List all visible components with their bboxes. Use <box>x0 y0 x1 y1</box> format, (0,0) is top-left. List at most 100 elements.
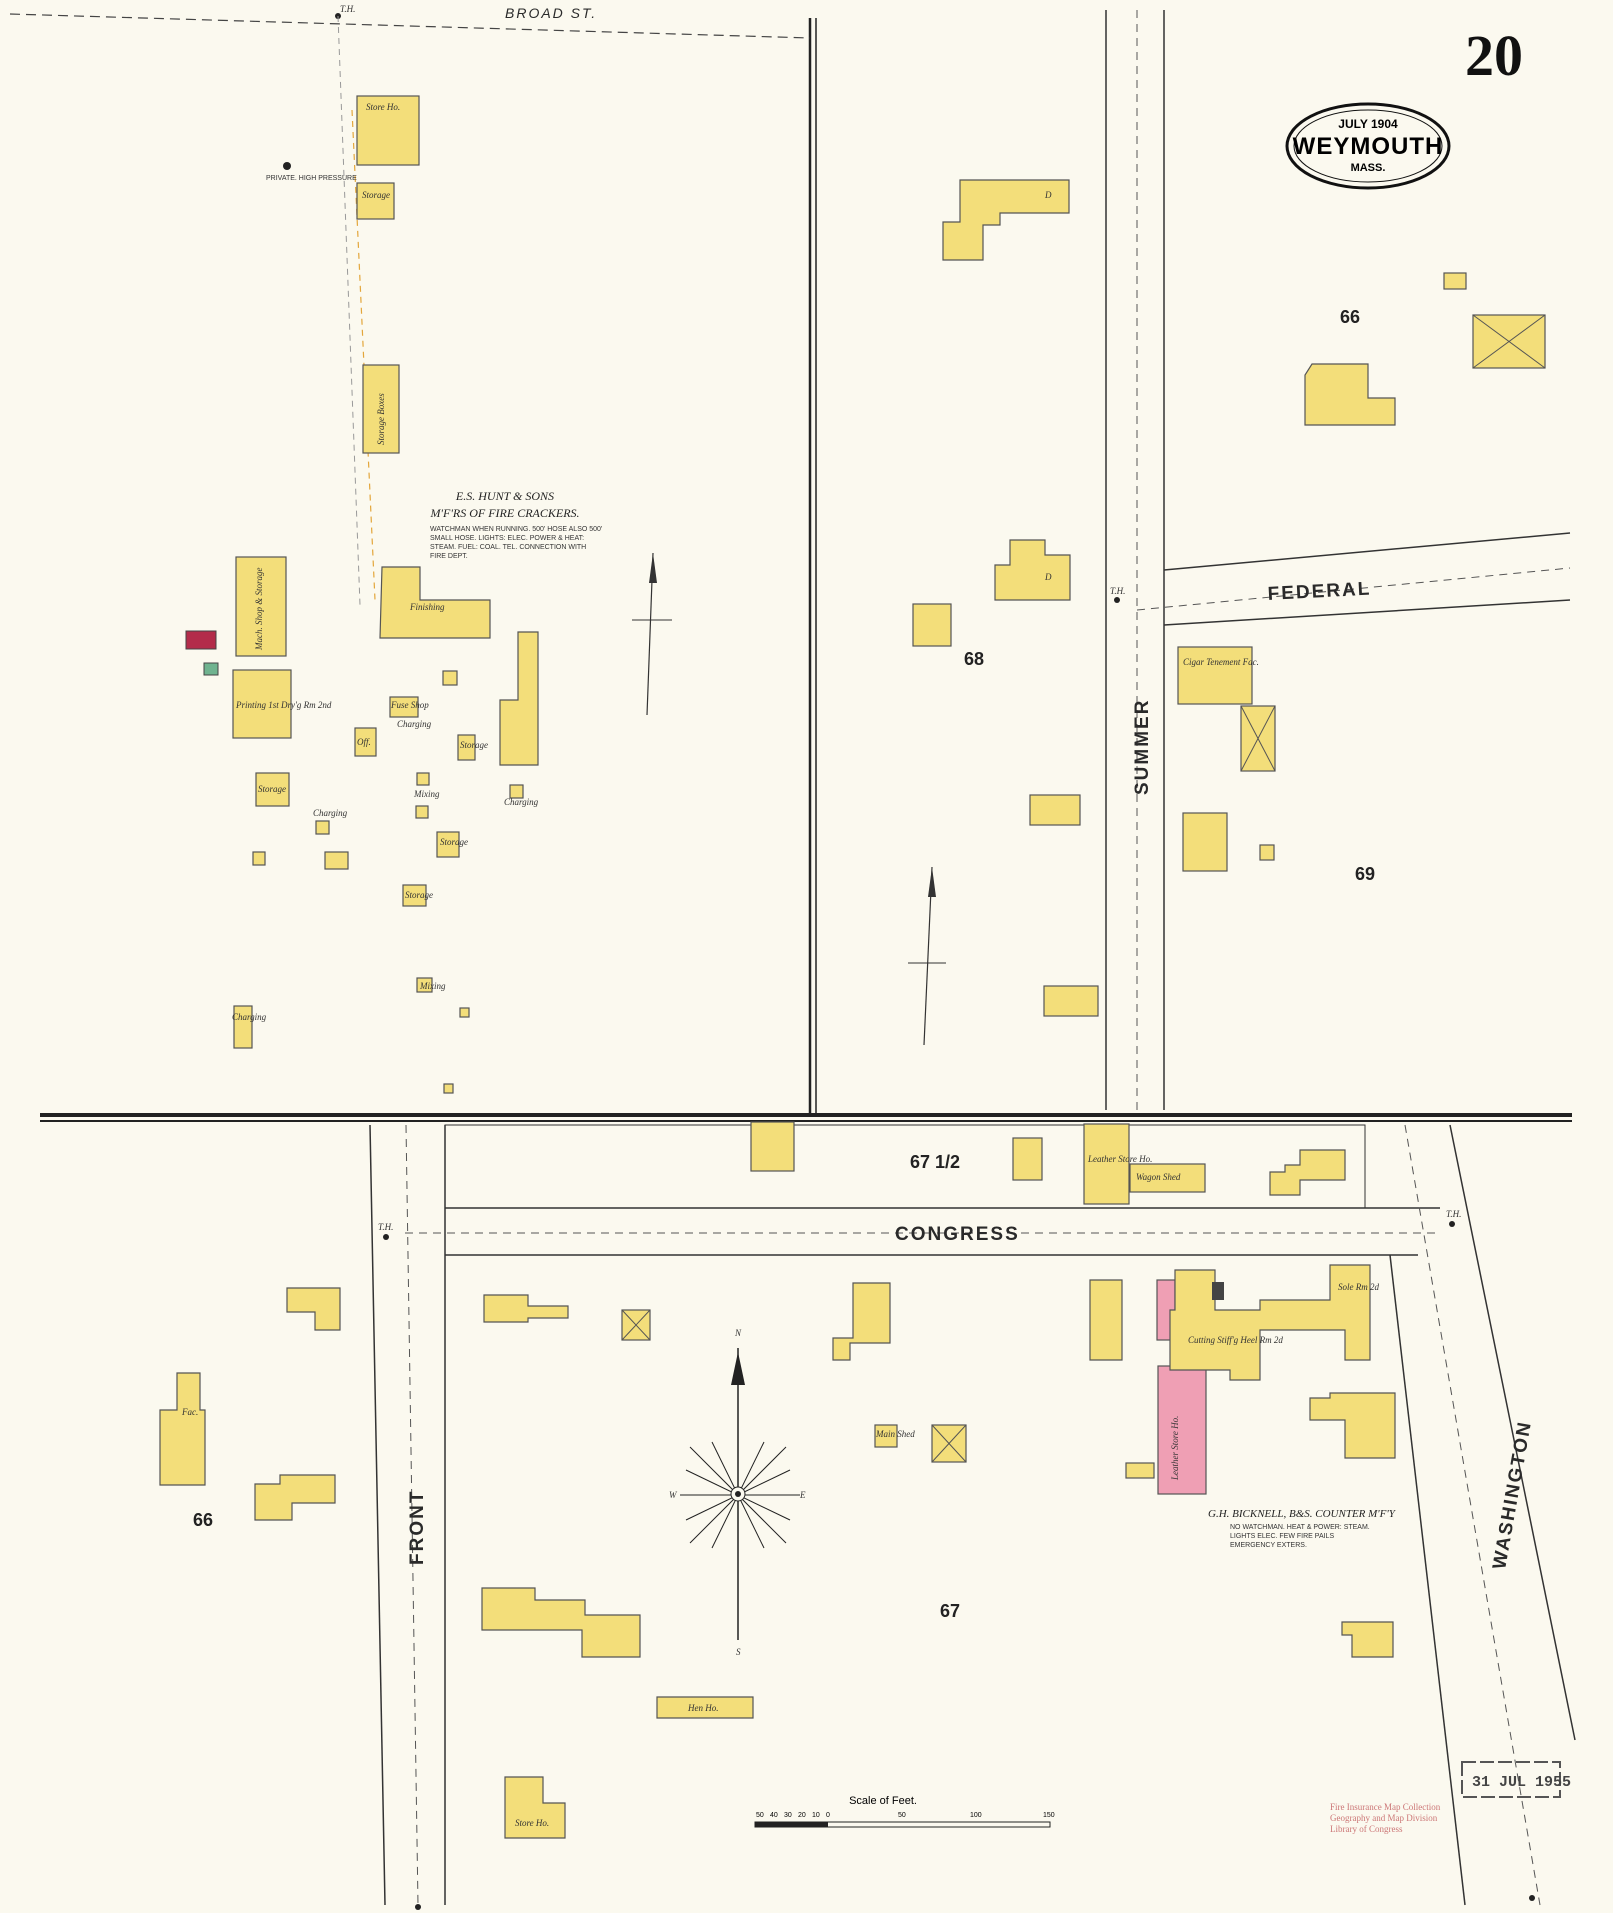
label-sole-rm: Sole Rm 2d <box>1338 1282 1379 1292</box>
building-h <box>252 851 266 866</box>
building-i <box>315 820 330 835</box>
label-storage-j: Storage <box>440 837 468 847</box>
building-c5 <box>509 784 524 799</box>
building-storage-92 <box>356 182 395 220</box>
svg-text:D: D <box>1044 190 1052 200</box>
compass-rose-icon: N S E W <box>669 1328 806 1657</box>
building-bicknell-a <box>1089 1279 1123 1361</box>
compass-e: E <box>799 1490 806 1500</box>
building-67half-a <box>750 1121 795 1172</box>
block-66-upper: 66 <box>1340 307 1360 327</box>
label-fac: Fac. <box>181 1407 198 1417</box>
sheet-number: 20 <box>1465 23 1523 88</box>
label-off: Off. <box>357 737 371 747</box>
street-summer: SUMMER <box>1132 699 1153 795</box>
building-fac <box>159 1372 206 1486</box>
building-mach-shop <box>235 556 287 657</box>
building-m <box>233 1005 253 1049</box>
street-broad: BROAD ST. <box>505 5 597 21</box>
building-bicknell-main <box>1169 1264 1371 1381</box>
building-dwelling-407 <box>994 539 1071 601</box>
building-dwelling-401 <box>1043 985 1099 1017</box>
building-off <box>354 727 377 757</box>
scale-tick-6: 50 <box>898 1812 906 1819</box>
cartouche-date: JULY 1904 <box>1338 117 1398 131</box>
compass-n: N <box>734 1328 742 1338</box>
label-storage-k: Storage <box>405 890 433 900</box>
building-bicknell-small <box>1125 1462 1155 1479</box>
building-dwelling-69 <box>1182 812 1228 872</box>
label-main-shed: Main Shed <box>875 1429 915 1439</box>
hunt-note-3: STEAM. FUEL: COAL. TEL. CONNECTION WITH <box>430 544 586 551</box>
building-stone-small <box>203 662 219 676</box>
building-c3 <box>457 734 476 761</box>
label-store-91: Store Ho. <box>366 102 400 112</box>
label-finishing: Finishing <box>409 602 445 612</box>
building-fuse-shop <box>389 696 419 718</box>
building-l <box>416 977 433 993</box>
building-brick-small <box>185 630 217 650</box>
building-67half-d <box>1269 1149 1346 1196</box>
label-storage-boxes: Storage Boxes <box>376 393 386 445</box>
building-e2 <box>416 772 430 786</box>
bicknell-business-note: G.H. BICKNELL, B&S. COUNTER M'F'Y NO WAT… <box>1208 1508 1397 1549</box>
block-66-lower: 66 <box>193 1510 213 1530</box>
label-storage-g: Storage <box>258 784 286 794</box>
building-67-dwelling-row <box>481 1587 641 1658</box>
scale-tick-2: 30 <box>784 1812 792 1819</box>
label-mixing-l: Mixing <box>419 981 446 991</box>
building-storage-boxes <box>362 364 400 454</box>
building-k <box>402 884 427 907</box>
label-private-pressure: PRIVATE. HIGH PRESSURE <box>266 175 357 182</box>
building-e3 <box>415 805 429 819</box>
label-mach-shop: Mach. Shop & Storage <box>254 568 264 652</box>
block-67half: 67 1/2 <box>910 1152 960 1172</box>
building-c2 <box>442 670 458 686</box>
label-storage-c3: Storage <box>460 740 488 750</box>
building-fuse-rm <box>499 631 539 766</box>
north-arrow-icon <box>632 552 672 716</box>
label-cutting: Cutting Stiff'g Heel Rm 2d <box>1188 1335 1283 1345</box>
label-store-ho: Store Ho. <box>515 1818 549 1828</box>
building-finishing <box>379 566 491 639</box>
label-charging-i: Charging <box>313 808 348 818</box>
label-leather-store-ho: Leather Store Ho. <box>1170 1416 1180 1481</box>
private-hydrant-icon <box>283 162 291 170</box>
label-printing: Printing 1st Dry'g Rm 2nd <box>235 700 332 710</box>
compass-w: W <box>669 1490 678 1500</box>
label-leather-store: Leather Store Ho. <box>1087 1154 1152 1164</box>
block-68: 68 <box>964 649 984 669</box>
hydrant-label-washington: T.H. <box>1446 1209 1461 1219</box>
scale-tick-4: 10 <box>812 1812 820 1819</box>
building-67-a <box>483 1294 569 1323</box>
street-congress: CONGRESS <box>895 1224 1020 1245</box>
bicknell-note-2: LIGHTS ELEC. FEW FIRE PAILS <box>1230 1533 1334 1540</box>
svg-text:D: D <box>1044 572 1052 582</box>
block-69: 69 <box>1355 864 1375 884</box>
scale-tick-5: 0 <box>826 1812 830 1819</box>
hydrant-label: T.H. <box>340 4 355 14</box>
building-hen-ho <box>656 1696 754 1719</box>
date-stamp-text: 31 JUL 1955 <box>1472 1774 1571 1791</box>
bicknell-name: G.H. BICKNELL, B&S. COUNTER M'F'Y <box>1208 1508 1397 1520</box>
building-67-c <box>832 1282 891 1361</box>
hunt-note-2: SMALL HOSE. LIGHTS: ELEC. POWER & HEAT: <box>430 535 584 542</box>
scale-tick-8: 150 <box>1043 1812 1055 1819</box>
attribution-3: Library of Congress <box>1330 1824 1403 1834</box>
building-wagon-shed <box>1129 1163 1206 1193</box>
scale-bar: Scale of Feet. 50 40 30 20 10 0 50 100 1… <box>754 1795 1055 1828</box>
north-arrow-icon-2 <box>908 866 946 1046</box>
building-dwelling-68 <box>912 603 952 647</box>
label-charging-d: Charging <box>397 719 432 729</box>
scale-tick-3: 20 <box>798 1812 806 1819</box>
building-bicknell-d <box>1309 1392 1396 1459</box>
label-storage-92: Storage <box>362 190 390 200</box>
building-store-house-91 <box>356 95 420 166</box>
block-67: 67 <box>940 1601 960 1621</box>
street-front: FRONT <box>407 1490 428 1565</box>
building-67half-b <box>1012 1137 1043 1181</box>
building-dwelling-410 <box>942 179 1070 261</box>
scale-tick-0: 50 <box>756 1812 764 1819</box>
hunt-trade: M'F'RS OF FIRE CRACKERS. <box>429 506 579 520</box>
